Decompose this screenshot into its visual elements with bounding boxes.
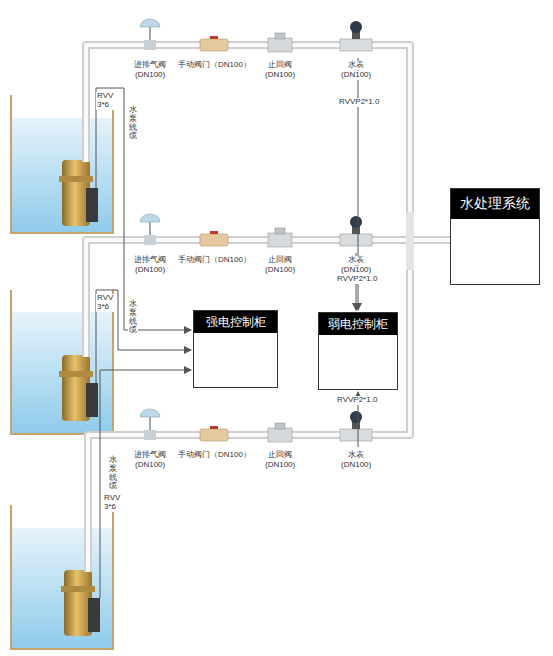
cabinet-box: 强电控制柜 xyxy=(193,310,278,388)
valve-label: (DN100) xyxy=(340,266,372,275)
valve-label: (DN100) xyxy=(134,461,166,470)
box-title: 强电控制柜 xyxy=(206,314,266,331)
cable-spec: RVV 3*6 xyxy=(103,494,121,512)
water-pipe xyxy=(86,45,452,572)
valve-label: 进排气阀 xyxy=(133,61,167,70)
cable-spec: RVV 3*6 xyxy=(96,92,114,110)
cable-spec: RVVP2*1.0 xyxy=(338,98,380,107)
valve-label: 手动阀门（DN100） xyxy=(177,61,252,70)
valve-label: (DN100) xyxy=(264,461,296,470)
cable-spec: RVV 3*6 xyxy=(96,294,114,312)
valve-label: 手动阀门（DN100） xyxy=(177,451,252,460)
valve-label: 手动阀门（DN100） xyxy=(177,256,252,265)
cable-label: 水泵线缆 xyxy=(128,300,138,335)
cable-spec: RVVP2*1.0 xyxy=(336,396,378,405)
valve-label: 进排气阀 xyxy=(133,256,167,265)
cable-label: 水泵线缆 xyxy=(108,456,118,491)
valve-label: (DN100) xyxy=(264,71,296,80)
valve-label: 水表 xyxy=(347,61,365,70)
cabinet-box: 弱电控制柜 xyxy=(318,312,398,390)
valve-label: (DN100) xyxy=(340,71,372,80)
box-title: 水处理系统 xyxy=(460,195,530,213)
box-title: 弱电控制柜 xyxy=(328,316,388,333)
valve-label: 止回阀 xyxy=(267,61,293,70)
valve-label: 进排气阀 xyxy=(133,451,167,460)
pump-cable xyxy=(96,88,191,598)
valve-label: (DN100) xyxy=(340,461,372,470)
valve-label: 水表 xyxy=(347,451,365,460)
submersible-pump xyxy=(59,160,100,636)
cable-spec: RVVP2*1.0 xyxy=(336,275,378,284)
cabinet-box: 水处理系统 xyxy=(450,188,540,285)
valve-label: (DN100) xyxy=(264,266,296,275)
valve-label: 水表 xyxy=(347,256,365,265)
valve-label: (DN100) xyxy=(134,266,166,275)
valve-label: 止回阀 xyxy=(267,451,293,460)
valve-label: (DN100) xyxy=(134,71,166,80)
valve-label: 止回阀 xyxy=(267,256,293,265)
cable-label: 水泵线缆 xyxy=(128,106,138,141)
water-tank xyxy=(11,95,113,649)
